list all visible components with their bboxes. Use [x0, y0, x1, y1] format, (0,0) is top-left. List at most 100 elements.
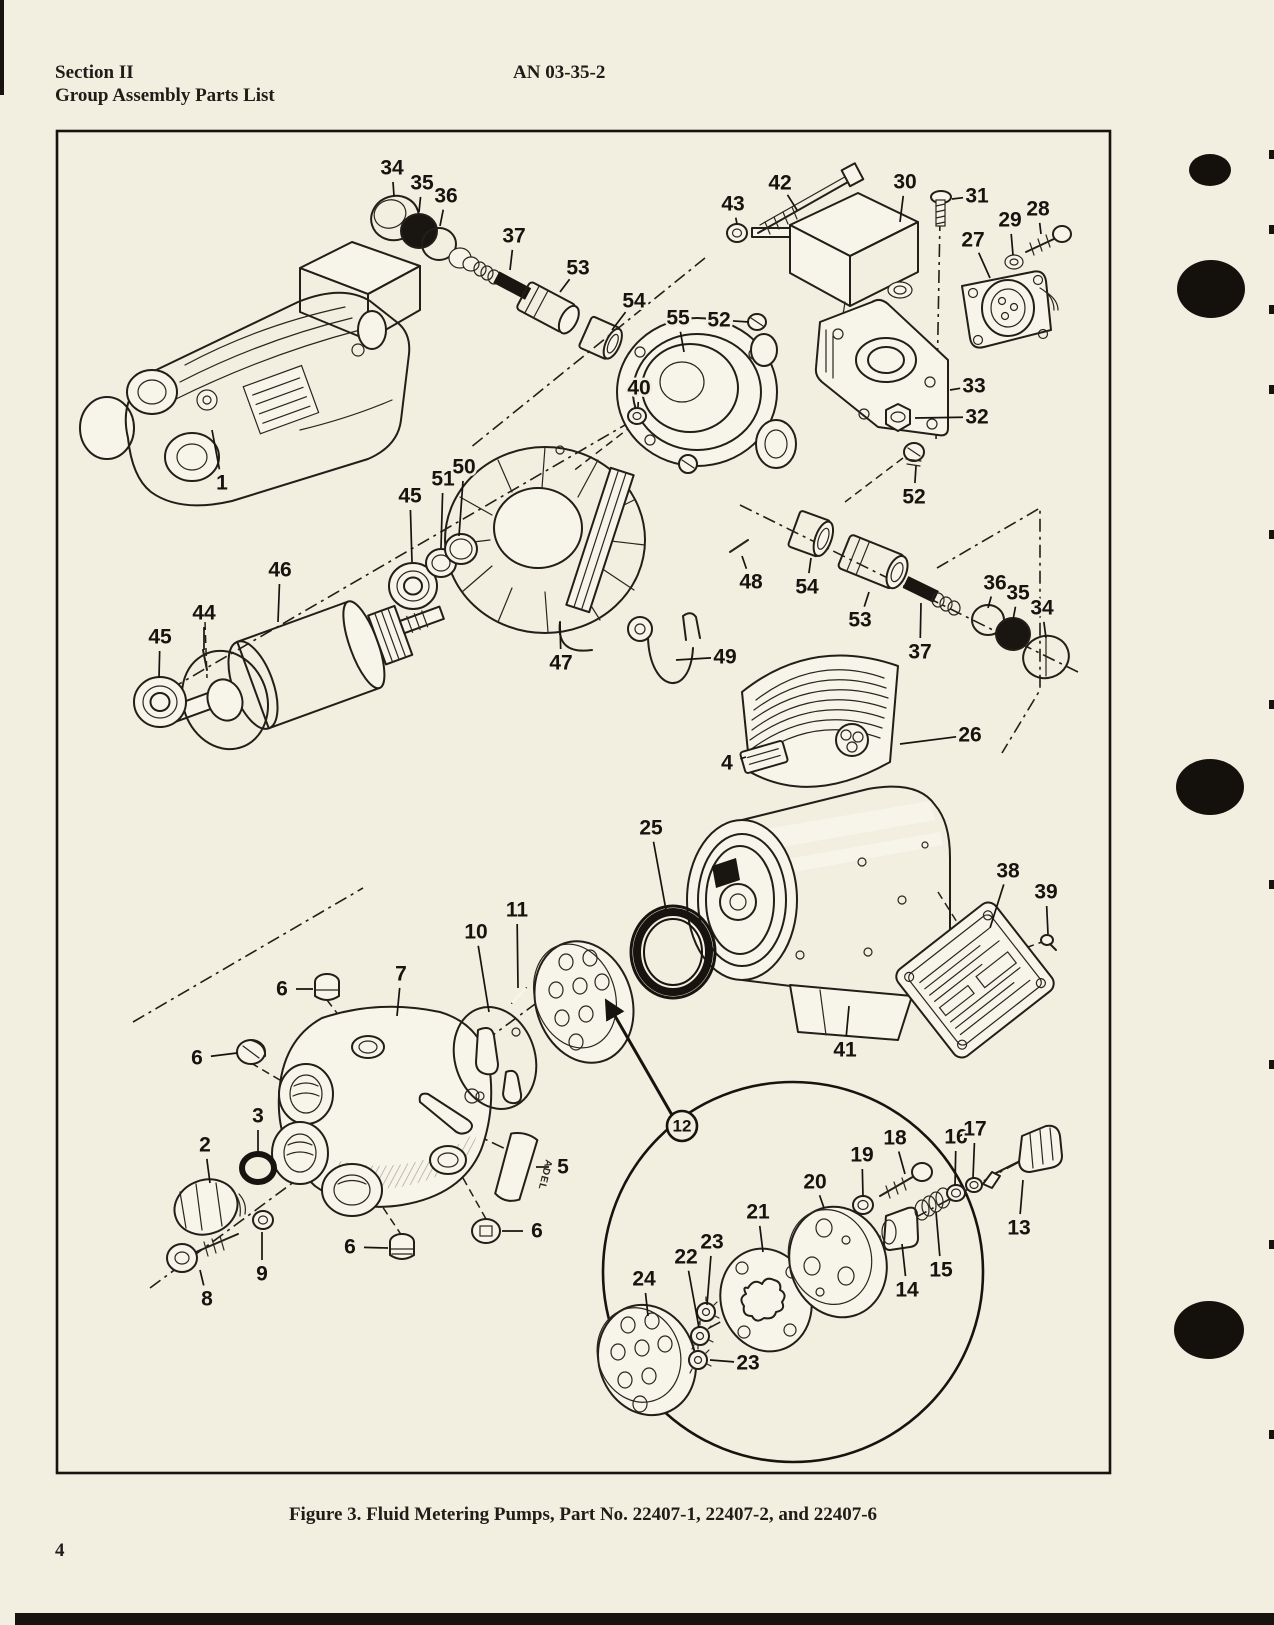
part-stator-47: [444, 445, 749, 685]
callout-leader: [205, 1158, 211, 1184]
callout-4: 4: [719, 749, 747, 777]
part-plug-6-top: [314, 973, 340, 1001]
document-number: AN 03-35-2: [513, 62, 605, 83]
callout-52: 52: [705, 306, 750, 334]
callout-label: 18: [883, 1127, 907, 1150]
callout-9: 9: [254, 1232, 270, 1288]
callout-leader: [709, 1359, 735, 1363]
callout-label: 54: [795, 576, 819, 599]
callout-40: 40: [625, 374, 653, 408]
part-connector-27: [961, 225, 1072, 349]
callout-37: 37: [906, 602, 934, 666]
callout-leader: [458, 480, 464, 537]
callout-leader: [706, 1255, 712, 1306]
callout-8: 8: [199, 1269, 216, 1313]
callout-label: 50: [452, 456, 475, 479]
part-oring-25: [629, 904, 717, 1000]
callout-34: 34: [1028, 594, 1056, 639]
callout-label: 41: [833, 1039, 857, 1062]
callout-6: 6: [274, 975, 313, 1003]
callout-23: 23: [709, 1349, 762, 1377]
callout-13: 13: [1005, 1179, 1033, 1242]
callout-label: 30: [893, 171, 916, 194]
callout-label: 35: [410, 172, 434, 195]
callout-label: 48: [739, 571, 763, 594]
part-housing-55: [616, 313, 925, 474]
callout-leader: [914, 465, 917, 484]
callout-label: 15: [929, 1259, 953, 1282]
callout-20: 20: [801, 1168, 829, 1209]
callout-leader: [509, 249, 514, 271]
callout-leader: [439, 209, 445, 227]
part-valve-plate-10: [452, 986, 538, 1110]
callout-layer: 1234566667891011131415161718192021222323…: [146, 154, 1060, 1377]
callout-leader: [954, 1150, 957, 1187]
callout-leader: [914, 416, 964, 419]
callout-leader: [808, 557, 812, 574]
part-disc-24: [596, 1303, 698, 1417]
part-assembled-pump: [79, 241, 421, 507]
callout-25: 25: [637, 814, 667, 911]
part-disc-20: [787, 1205, 888, 1319]
part-washer-16: [946, 1184, 966, 1202]
callout-42: 42: [766, 169, 798, 211]
part-nut-22: [690, 1320, 714, 1350]
callout-26: 26: [899, 721, 984, 749]
callout-label: 22: [674, 1246, 697, 1269]
callout-19: 19: [848, 1141, 876, 1198]
callout-label: 6: [191, 1047, 203, 1070]
callout-44: 44: [190, 599, 218, 650]
callout-label: 37: [502, 225, 525, 248]
callout-38: 38: [989, 857, 1022, 929]
callout-49: 49: [675, 643, 739, 671]
callout-39: 39: [1032, 878, 1060, 935]
callout-label: 14: [895, 1279, 919, 1302]
binder-dot: [1176, 759, 1244, 815]
callout-31: 31: [951, 182, 991, 210]
part-plug-2: [173, 1178, 246, 1236]
part-plug-6-left: [236, 1039, 267, 1065]
callout-51: 51: [429, 465, 457, 549]
callout-leader: [1012, 606, 1017, 621]
callout-label: 7: [395, 963, 407, 986]
part-wire-49: [558, 612, 701, 685]
callout-45: 45: [146, 623, 174, 679]
callout-leader: [409, 509, 413, 563]
callout-leader: [1019, 1179, 1024, 1215]
callout-leader: [741, 555, 748, 570]
callout-label: 34: [380, 157, 404, 180]
callout-leader: [396, 987, 401, 1017]
callout-label: 17: [963, 1118, 986, 1141]
callout-54: 54: [793, 557, 821, 601]
section-subtitle: Group Assembly Parts List: [55, 85, 275, 106]
callout-10: 10: [462, 918, 490, 1013]
callout-50: 50: [450, 453, 478, 537]
callout-leader: [732, 320, 750, 323]
callout-label: 13: [1007, 1217, 1030, 1240]
callout-47: 47: [547, 621, 575, 677]
callout-leader: [987, 596, 993, 609]
callout-label: 34: [1030, 597, 1054, 620]
callout-label: 39: [1034, 881, 1057, 904]
callout-leader: [989, 884, 1005, 929]
callout-leader: [863, 591, 870, 607]
callout-label: 45: [148, 626, 172, 649]
callout-leader: [477, 945, 490, 1013]
callout-6: 6: [502, 1217, 545, 1245]
callout-label: 53: [566, 257, 589, 280]
part-motor-case-41: [686, 785, 951, 1041]
part-plug-6-bottom: [389, 1233, 415, 1260]
detail-arrow: [604, 998, 674, 1116]
callout-leader: [758, 1225, 764, 1253]
callout-leader: [652, 841, 667, 911]
callout-label: 51: [431, 468, 455, 491]
part-box-30: [789, 190, 952, 353]
callout-leader: [440, 492, 444, 549]
part-screw-8: [166, 1233, 239, 1273]
callout-23: 23: [698, 1228, 726, 1306]
part-spring-15: [914, 1187, 951, 1221]
binder-dot: [1189, 154, 1231, 186]
callout-leader: [861, 1168, 864, 1198]
binder-dots: [1174, 154, 1245, 1359]
callout-label: 6: [276, 978, 288, 1001]
